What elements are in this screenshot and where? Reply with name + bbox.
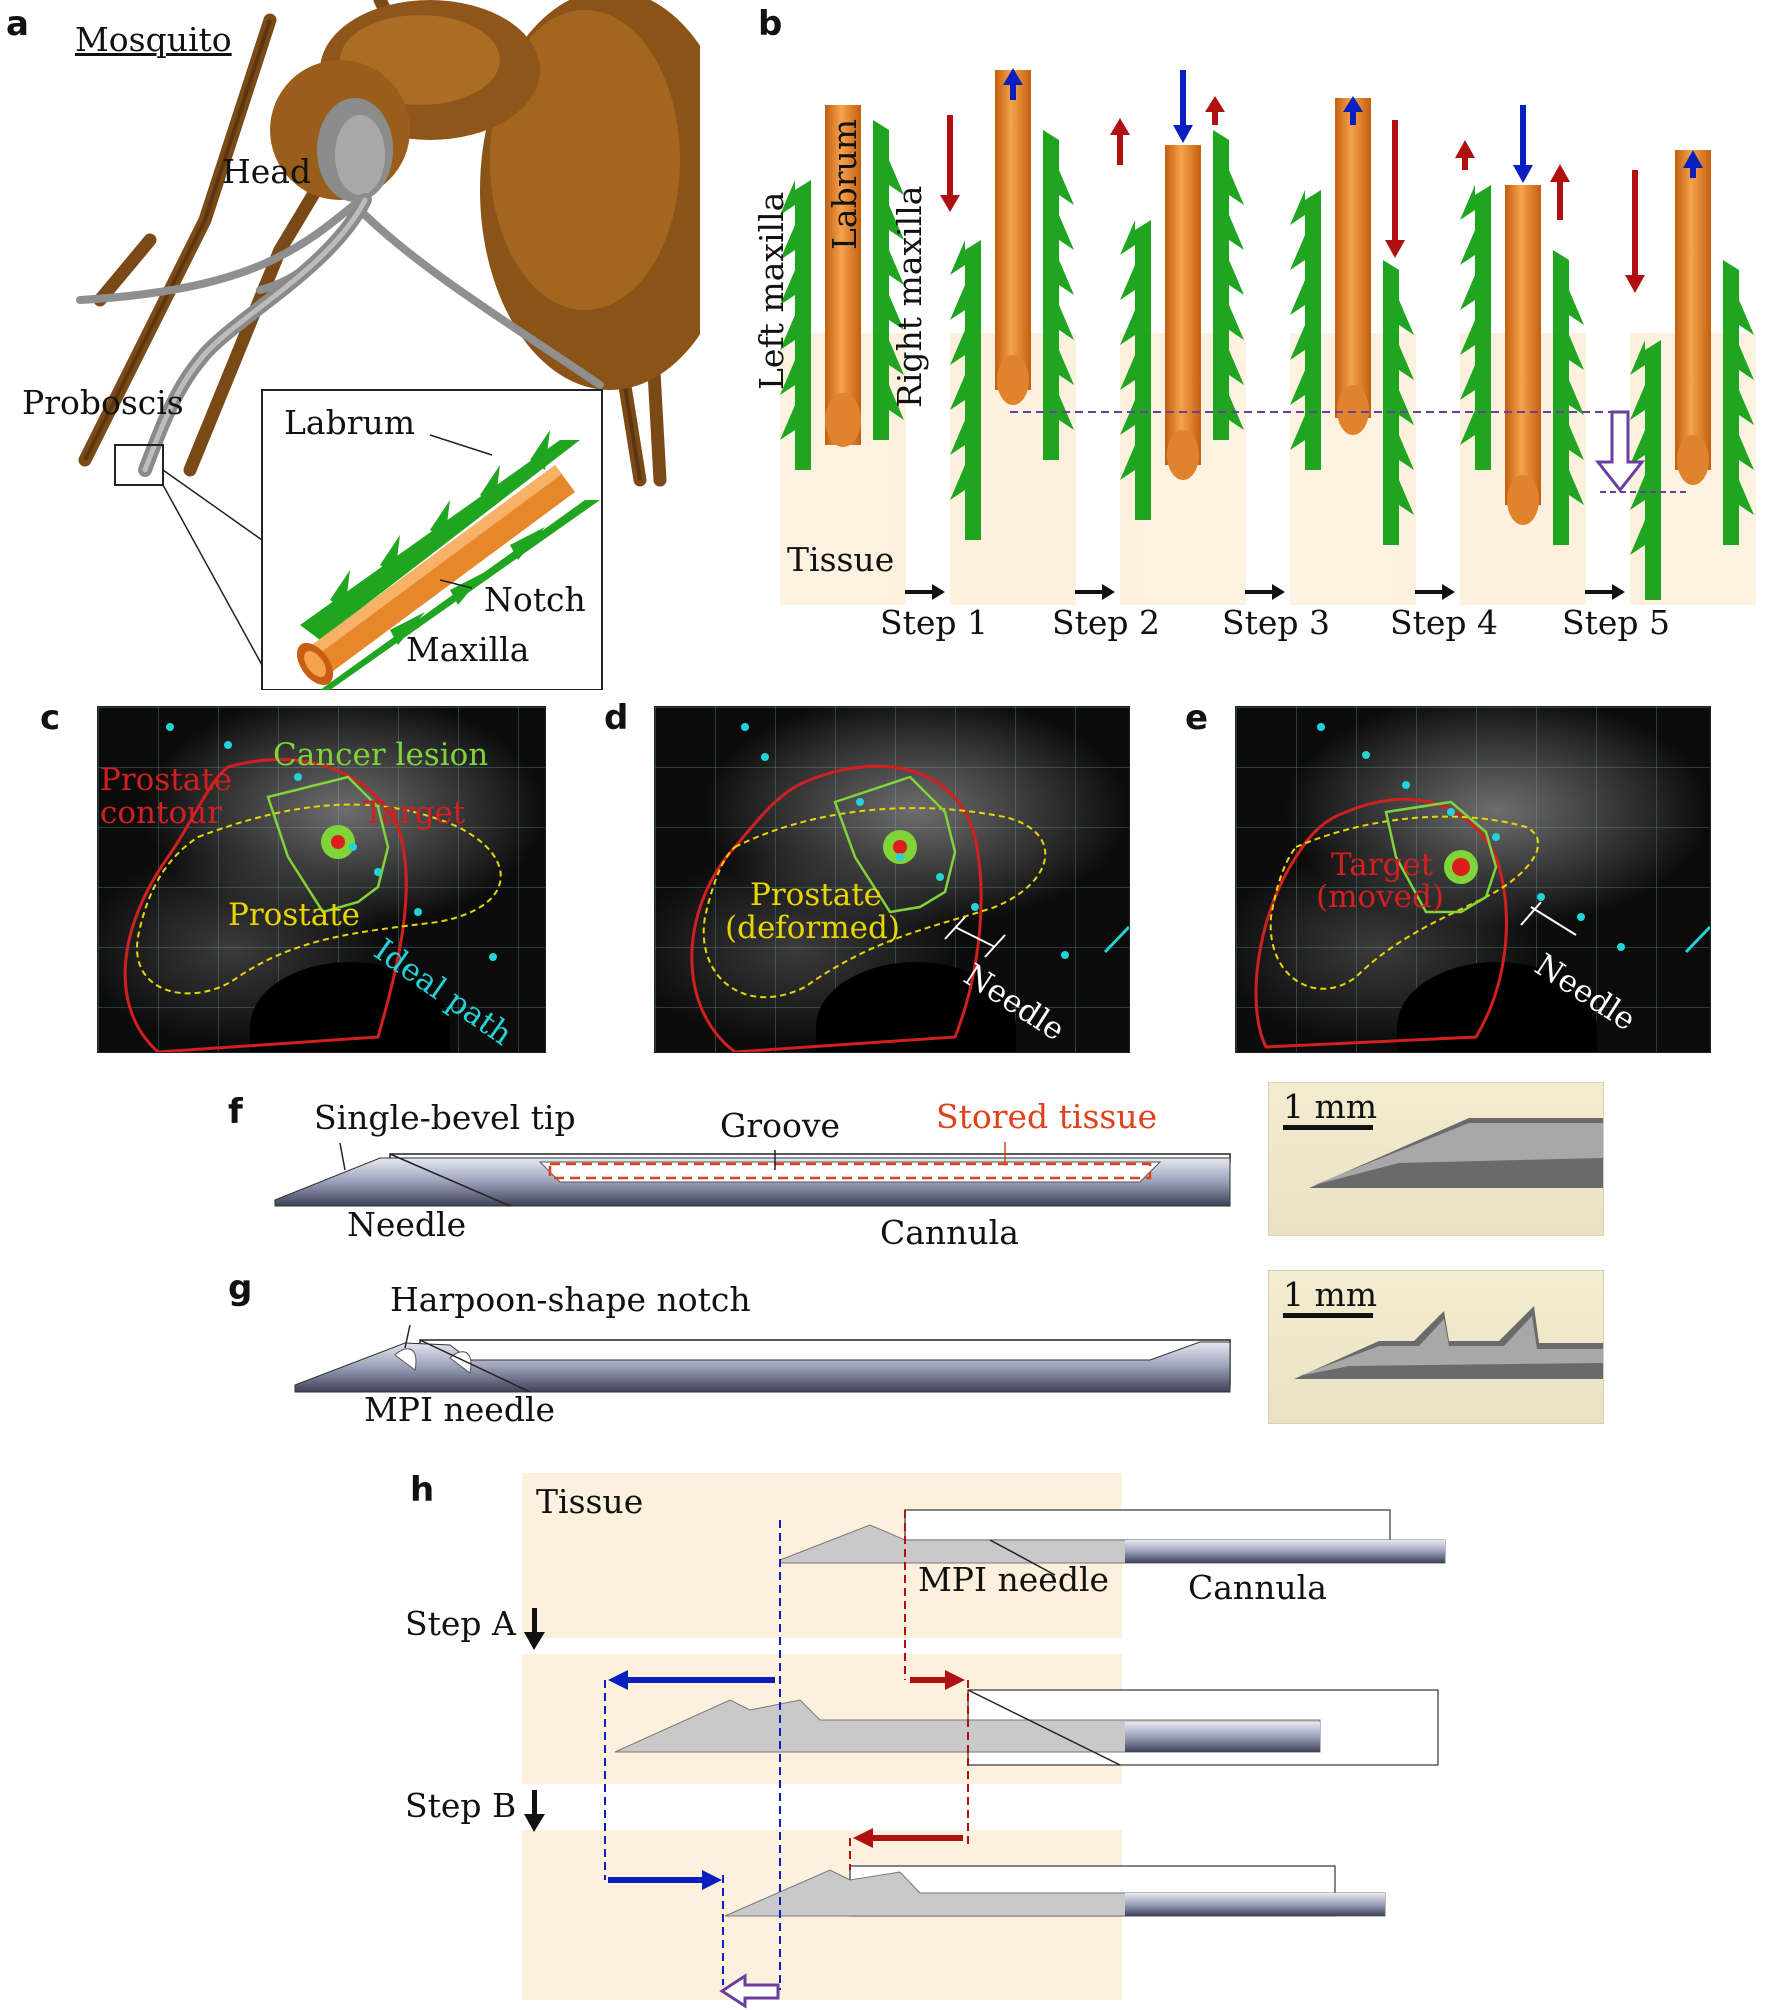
tissue-label-h: Tissue <box>536 1482 644 1521</box>
panel-f-label: f <box>228 1092 243 1132</box>
target-label: Target <box>363 795 466 831</box>
right-maxilla-label: Right maxilla <box>890 185 929 408</box>
cannula-label-h: Cannula <box>1188 1568 1327 1607</box>
panel-d-label: d <box>604 698 629 738</box>
prostate-contour-label-2: contour <box>100 795 222 831</box>
stored-tissue-label: Stored tissue <box>936 1097 1158 1136</box>
single-bevel-tip-label: Single-bevel tip <box>314 1098 576 1137</box>
panel-g-label: g <box>228 1268 253 1308</box>
cannula-label-f: Cannula <box>880 1213 1019 1252</box>
prostate-label-c: Prostate <box>228 897 360 933</box>
needle-tip-photo-f: 1 mm <box>1268 1082 1604 1236</box>
step-2-label: Step 2 <box>1052 603 1161 642</box>
ultrasound-e: Target (moved) Needle <box>1235 706 1711 1053</box>
proboscis-label: Proboscis <box>22 383 184 422</box>
harpoon-notch-label: Harpoon-shape notch <box>390 1280 751 1319</box>
mpi-needle-label-g: MPI needle <box>364 1390 556 1429</box>
labrum-label: Labrum <box>284 403 416 442</box>
scale-label-g: 1 mm <box>1283 1275 1378 1314</box>
target-moved-label-1: Target <box>1331 847 1434 883</box>
step-b-label: Step B <box>405 1786 517 1825</box>
prostate-contour-label-1: Prostate <box>100 762 232 798</box>
panel-b-label: b <box>758 4 783 44</box>
head-label: Head <box>222 152 312 191</box>
mpi-needle-label-h: MPI needle <box>918 1560 1110 1599</box>
mosquito-illustration <box>76 0 700 690</box>
overlay-e <box>1254 723 1710 1049</box>
needle-tip-photo-g: 1 mm <box>1268 1270 1604 1424</box>
maxilla-label: Maxilla <box>406 630 530 669</box>
overlay-d <box>690 723 1129 1052</box>
prostate-deformed-label-2: (deformed) <box>725 910 900 946</box>
mosquito-title: Mosquito <box>75 20 232 59</box>
step-5-label: Step 5 <box>1562 603 1671 642</box>
panel-a-label: a <box>6 4 29 44</box>
panel-c-label: c <box>40 698 61 738</box>
tissue-label-b: Tissue <box>787 540 895 579</box>
needle-tip-photo-f-drawing <box>1283 1118 1603 1188</box>
cancer-lesion-label: Cancer lesion <box>273 737 489 773</box>
needle-label-f: Needle <box>347 1205 467 1244</box>
scale-label-f: 1 mm <box>1283 1087 1378 1126</box>
needle-tip-photo-g-drawing <box>1283 1306 1603 1379</box>
groove-label: Groove <box>720 1106 841 1145</box>
left-maxilla-label: Left maxilla <box>752 191 791 390</box>
step-1-label: Step 1 <box>880 603 989 642</box>
ultrasound-c: Prostate contour Cancer lesion Target Pr… <box>97 706 546 1053</box>
panel-h-label: h <box>410 1470 435 1510</box>
ultrasound-d: Prostate (deformed) Needle <box>654 706 1130 1053</box>
target-moved-label-2: (moved) <box>1316 879 1444 915</box>
proboscis-step-diagram <box>780 68 1756 605</box>
notch-label: Notch <box>484 580 586 619</box>
prostate-deformed-label-1: Prostate <box>750 877 882 913</box>
step-a-label: Step A <box>405 1604 516 1643</box>
overlay-c <box>123 723 502 1052</box>
panel-e-label: e <box>1185 698 1209 738</box>
labrum-vertical-label: Labrum <box>825 118 864 250</box>
step-3-label: Step 3 <box>1222 603 1331 642</box>
step-4-label: Step 4 <box>1390 603 1499 642</box>
